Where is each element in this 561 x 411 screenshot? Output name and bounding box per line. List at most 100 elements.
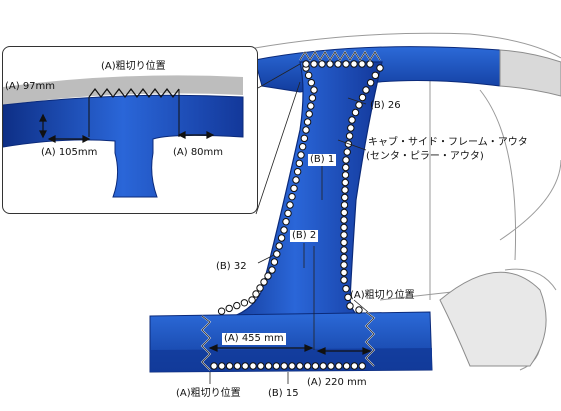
- detail-inset: (A)粗切り位置 (A) 97mm (A) 105mm (A) 80mm: [2, 46, 258, 214]
- roof-rail-gray: [499, 49, 561, 97]
- weld-spot: [310, 86, 318, 94]
- inset-zigzag: [88, 88, 180, 98]
- weld-spot: [302, 126, 310, 134]
- weld-spot: [303, 362, 312, 370]
- weld-spots: [210, 60, 384, 370]
- weld-spot: [233, 301, 241, 310]
- weld-spot: [305, 110, 313, 118]
- weld-spot: [286, 201, 294, 209]
- weld-spot: [348, 116, 356, 124]
- inset-rail: [3, 94, 244, 198]
- weld-spot: [307, 78, 316, 87]
- weld-spot: [340, 208, 348, 217]
- weld-spot: [268, 266, 276, 274]
- weld-spot: [257, 362, 265, 370]
- weld-spot: [264, 272, 272, 280]
- weld-spot: [308, 94, 317, 102]
- part-name-line1: キャブ・サイド・フレーム・アウタ: [368, 137, 528, 148]
- weld-spot: [341, 178, 349, 187]
- weld-spot: [240, 299, 249, 307]
- weld-spot: [304, 71, 313, 80]
- weld-spot: [300, 134, 309, 143]
- weld-spot: [341, 193, 349, 202]
- weld-spot: [296, 362, 304, 370]
- weld-spot: [275, 242, 283, 250]
- label-dim-455: (A) 455 mm: [222, 333, 286, 345]
- weld-spot: [347, 124, 355, 132]
- weld-spot: [319, 362, 327, 370]
- label-b1: (B) 1: [308, 154, 337, 166]
- weld-spot: [217, 307, 226, 315]
- weld-spot: [340, 253, 348, 262]
- label-cut-bottom: (A)粗切り位置: [176, 388, 241, 399]
- weld-spot: [310, 60, 318, 68]
- weld-spot: [342, 284, 350, 293]
- weld-spot: [345, 132, 354, 140]
- weld-spot: [340, 238, 348, 247]
- weld-spot: [210, 362, 218, 370]
- weld-spot: [277, 234, 286, 242]
- weld-spot: [288, 362, 296, 370]
- weld-spot: [273, 250, 281, 258]
- sill-dimensions: [208, 344, 372, 355]
- weld-spot: [346, 302, 354, 310]
- weld-spot: [264, 362, 273, 370]
- weld-spot: [340, 201, 349, 209]
- weld-spot: [376, 64, 384, 72]
- weld-spot: [358, 93, 367, 102]
- weld-spot: [225, 362, 234, 370]
- weld-spot: [270, 258, 279, 266]
- weld-spot: [327, 362, 335, 370]
- weld-spot: [341, 171, 350, 179]
- weld-spot: [340, 276, 348, 284]
- weld-spot: [344, 293, 352, 302]
- weld-spot: [326, 60, 334, 68]
- weld-spot: [248, 296, 256, 304]
- weld-spot: [318, 60, 326, 68]
- cut-lines-dark: [201, 51, 381, 371]
- weld-spot: [280, 226, 288, 234]
- weld-spot: [284, 209, 292, 218]
- weld-spot: [280, 362, 288, 370]
- weld-spot: [302, 60, 310, 68]
- wheelhouse: [439, 271, 547, 367]
- label-b2: (B) 2: [290, 230, 319, 242]
- inset-artwork: [3, 75, 244, 198]
- weld-spot: [343, 148, 351, 156]
- weld-spot: [366, 60, 374, 68]
- weld-spot: [233, 362, 242, 370]
- weld-spot: [362, 86, 370, 94]
- weld-spot: [340, 223, 348, 232]
- weld-spot: [342, 156, 350, 164]
- weld-spot: [307, 102, 315, 110]
- label-dim-220: (A) 220 mm: [307, 377, 367, 388]
- weld-spot: [292, 176, 300, 184]
- weld-spot: [303, 118, 312, 126]
- weld-spot: [297, 151, 305, 159]
- weld-spot: [340, 216, 348, 224]
- weld-spot: [334, 60, 342, 68]
- leader-lines: [209, 63, 369, 384]
- weld-spot: [340, 231, 348, 239]
- weld-spot: [340, 261, 348, 269]
- part-name-line2: (センタ・ピラー・アウタ): [366, 151, 484, 162]
- weld-spot: [290, 184, 298, 193]
- weld-spot: [342, 60, 350, 68]
- weld-spot: [358, 60, 366, 68]
- inset-cut-label: (A)粗切り位置: [101, 61, 166, 72]
- inset-dim-97: (A) 97mm: [5, 81, 56, 92]
- weld-spot: [293, 167, 302, 176]
- weld-spot: [282, 217, 290, 226]
- label-cut-right: (A)粗切り位置: [350, 290, 415, 301]
- weld-spot: [355, 306, 363, 314]
- label-b32: (B) 32: [216, 261, 247, 272]
- weld-spot: [298, 142, 307, 151]
- weld-spot: [350, 60, 358, 68]
- weld-spot: [256, 284, 264, 292]
- weld-spot: [252, 290, 260, 298]
- weld-spot: [288, 192, 296, 201]
- weld-spot: [340, 268, 348, 277]
- weld-spot: [351, 108, 360, 117]
- weld-spot: [218, 362, 226, 370]
